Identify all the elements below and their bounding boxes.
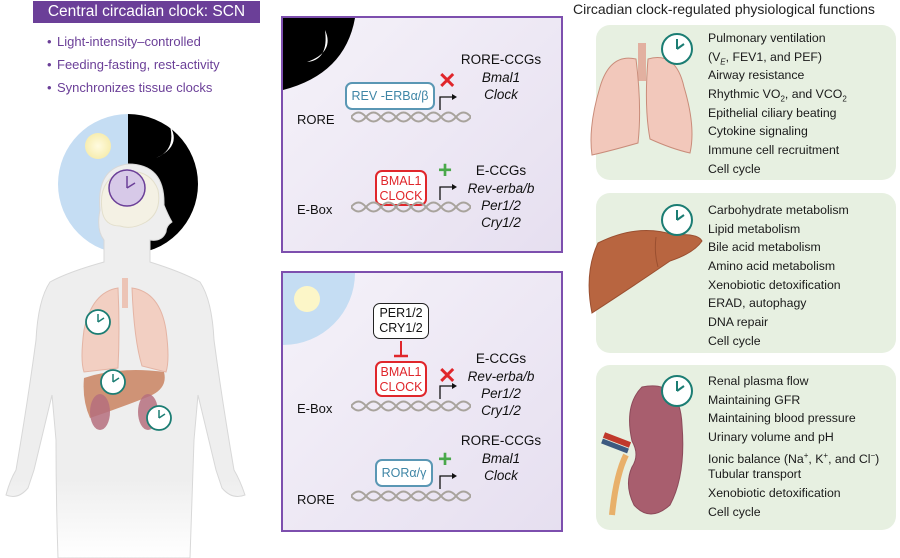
gene-bmal1: Bmal1	[481, 70, 521, 85]
list-item: Urinary volume and pH	[708, 430, 834, 445]
lung-panel: Pulmonary ventilation (VE, FEV1, and PEF…	[590, 25, 896, 180]
kidney-clock-icon	[146, 405, 172, 431]
ebox-site-label: E-Box	[297, 401, 333, 416]
liver-function-list: Carbohydrate metabolism Lipid metabolism…	[708, 201, 849, 351]
sun-icon	[85, 133, 111, 159]
night-corner	[283, 18, 355, 90]
kidney-clock-icon	[661, 375, 693, 407]
scn-title: Central circadian clock: SCN	[33, 1, 260, 23]
inhibition-bar-icon	[394, 341, 408, 358]
tss-arrow-icon	[439, 383, 457, 399]
dna-helix-icon	[351, 111, 471, 123]
night-sky	[283, 18, 355, 90]
body-silhouette	[5, 163, 246, 558]
list-item: DNA repair	[708, 315, 769, 330]
liver-illustration	[588, 230, 703, 314]
repression-x-icon: ✕	[438, 68, 457, 93]
list-item: Xenobiotic detoxification	[708, 486, 841, 501]
liver-clock-icon	[661, 204, 693, 236]
lung-clock-icon	[661, 33, 693, 65]
list-item: Cell cycle	[708, 333, 761, 348]
scn-bullet-3: •Synchronizes tissue clocks	[47, 80, 213, 95]
sun-icon	[294, 286, 320, 312]
day-sky	[283, 273, 355, 345]
rore-site-label: RORE	[297, 112, 335, 127]
list-item: Airway resistance	[708, 68, 805, 83]
liver-clock-icon	[100, 369, 126, 395]
list-item: Carbohydrate metabolism	[708, 203, 849, 217]
kidney-function-list: Renal plasma flow Maintaining GFR Mainta…	[708, 372, 879, 522]
rore-ccgs-heading: RORE-CCGs	[460, 433, 542, 448]
lung-function-list: Pulmonary ventilation (VE, FEV1, and PEF…	[708, 29, 847, 179]
gene-clock: Clock	[484, 468, 518, 483]
list-item: Ionic balance (Na+, K+, and Cl−)	[708, 450, 880, 466]
bmal1-clock-factor: BMAL1 CLOCK	[375, 361, 427, 397]
tss-arrow-icon	[439, 184, 457, 200]
gene-bmal1: Bmal1	[481, 451, 521, 466]
night-mechanism-box: RORE REV -ERBα/β ✕ RORE-CCGs Bmal1 Clock…	[281, 16, 563, 253]
gene-cry1-2: Cry1/2	[481, 215, 521, 230]
list-item: Amino acid metabolism	[708, 259, 836, 274]
dna-helix-icon	[351, 201, 471, 213]
bmal1-clock-factor: BMAL1 CLOCK	[375, 170, 427, 206]
list-item: Lipid metabolism	[708, 221, 801, 236]
tss-arrow-icon	[439, 473, 457, 489]
gene-cry1-2: Cry1/2	[481, 403, 521, 418]
e-ccgs-heading: E-CCGs	[475, 351, 527, 366]
list-item: Rhythmic VO2, and VCO2	[708, 87, 847, 104]
list-item: Maintaining GFR	[708, 392, 801, 407]
list-item: Tubular transport	[708, 467, 802, 482]
left-kidney	[90, 394, 110, 430]
rore-site-label: RORE	[297, 492, 335, 507]
ror-factor: RORα/γ	[375, 459, 433, 487]
activation-plus-icon: +	[438, 157, 453, 184]
list-item: Maintaining blood pressure	[708, 411, 856, 426]
day-mechanism-box: PER1/2 CRY1/2 E-Box BMAL1 CLOCK ✕ E-CCGs…	[281, 271, 563, 532]
ebox-site-label: E-Box	[297, 202, 333, 217]
per-cry-repressor: PER1/2 CRY1/2	[373, 303, 429, 339]
liver-panel: Carbohydrate metabolism Lipid metabolism…	[588, 193, 896, 353]
scn-bullet-1: •Light-intensity–controlled	[47, 34, 201, 49]
list-item: Cell cycle	[708, 504, 761, 519]
list-item: Pulmonary ventilation	[708, 31, 826, 45]
list-item: Cytokine signaling	[708, 124, 808, 139]
functions-title: Circadian clock-regulated physiological …	[573, 1, 875, 17]
gene-rev-erba-b: Rev-erba/b	[467, 369, 535, 384]
lung-clock-icon	[85, 309, 111, 335]
e-ccgs-heading: E-CCGs	[475, 163, 527, 178]
list-item: Xenobiotic detoxification	[708, 277, 841, 292]
human-body-illustration	[5, 114, 246, 558]
gene-per1-2: Per1/2	[481, 198, 521, 213]
list-item: (VE, FEV1, and PEF)	[708, 49, 823, 67]
dna-helix-icon	[351, 400, 471, 412]
brain-clock-icon	[108, 169, 146, 207]
day-corner	[283, 273, 355, 345]
kidney-illustration	[601, 385, 684, 516]
scn-bullet-2: •Feeding-fasting, rest-activity	[47, 57, 220, 72]
list-item: Bile acid metabolism	[708, 240, 821, 255]
gene-rev-erba-b: Rev-erba/b	[467, 181, 535, 196]
moon-icon	[307, 30, 328, 62]
dna-helix-icon	[351, 490, 471, 502]
lung-illustration	[590, 43, 693, 156]
right-lung	[131, 287, 169, 373]
rev-erb-factor: REV -ERBα/β	[345, 82, 435, 110]
rore-ccgs-heading: RORE-CCGs	[460, 52, 542, 67]
list-item: Cell cycle	[708, 161, 761, 176]
gene-clock: Clock	[484, 87, 518, 102]
list-item: ERAD, autophagy	[708, 296, 807, 311]
repression-x-icon: ✕	[438, 363, 457, 388]
trachea	[122, 278, 128, 308]
list-item: Immune cell recruitment	[708, 143, 840, 158]
gene-per1-2: Per1/2	[481, 386, 521, 401]
kidney-panel: Renal plasma flow Maintaining GFR Mainta…	[596, 365, 896, 530]
activation-plus-icon: +	[438, 446, 453, 473]
list-item: Renal plasma flow	[708, 374, 809, 388]
list-item: Epithelial ciliary beating	[708, 105, 837, 120]
tss-arrow-icon	[439, 94, 457, 110]
